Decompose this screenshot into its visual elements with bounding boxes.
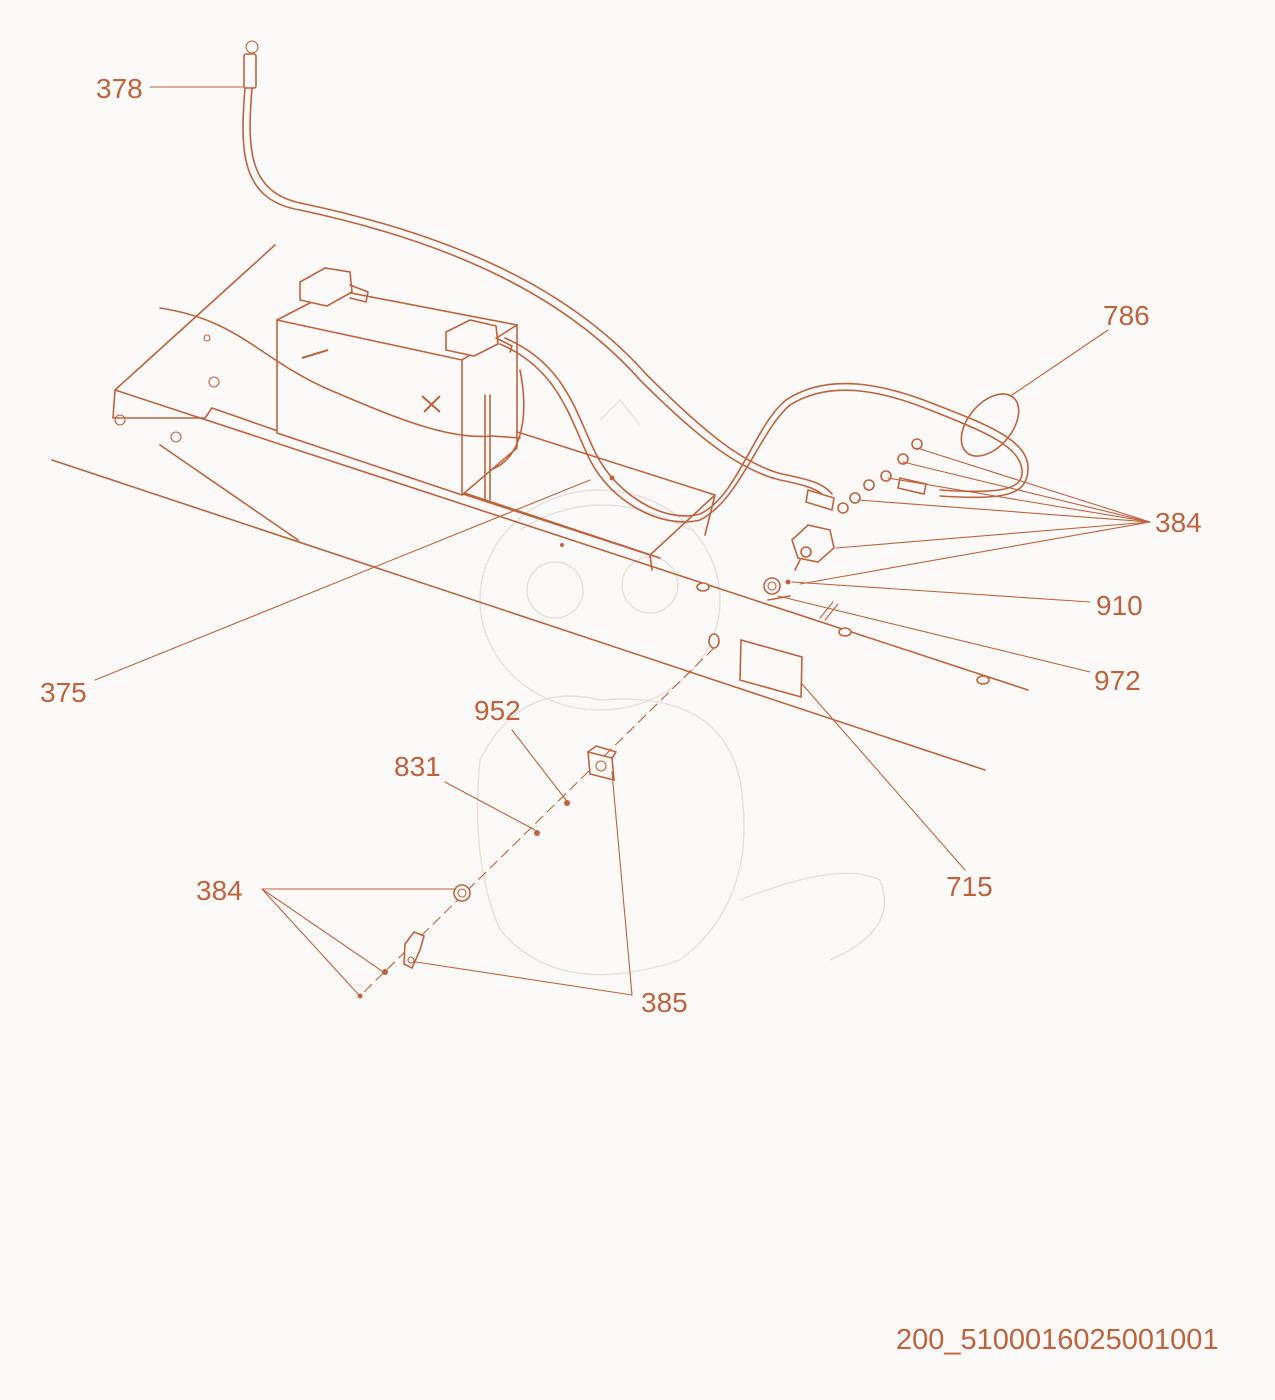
callout-labels: 378 786 384 910 375 972 952 831 384 715 … [40, 73, 1202, 1018]
callout-384-upper: 384 [1155, 507, 1202, 538]
callout-715: 715 [946, 871, 993, 902]
callout-952: 952 [474, 695, 521, 726]
leader-lines [94, 86, 1151, 996]
negative-cable-end [491, 435, 521, 439]
callout-378: 378 [96, 73, 143, 104]
callout-831: 831 [394, 751, 441, 782]
cable-378 [242, 40, 833, 501]
callout-786: 786 [1103, 300, 1150, 331]
cable-connector [805, 477, 927, 512]
callout-384-lower: 384 [196, 875, 243, 906]
chassis-frame [51, 244, 1029, 771]
nuts-upper [837, 438, 923, 514]
parts-lower [357, 884, 471, 999]
switch-part [763, 524, 835, 601]
callout-972: 972 [1094, 665, 1141, 696]
battery-cable [489, 337, 1029, 523]
callout-385: 385 [641, 987, 688, 1018]
battery [276, 267, 518, 501]
label-plate [739, 638, 803, 699]
document-id: 200_5100016025001001 [896, 1324, 1219, 1356]
callout-375: 375 [40, 677, 87, 708]
bracket-upper [534, 745, 617, 836]
callout-910: 910 [1096, 590, 1143, 621]
loop-marker [960, 393, 1020, 457]
negative-cable [159, 307, 493, 438]
assembly-line [359, 582, 990, 997]
